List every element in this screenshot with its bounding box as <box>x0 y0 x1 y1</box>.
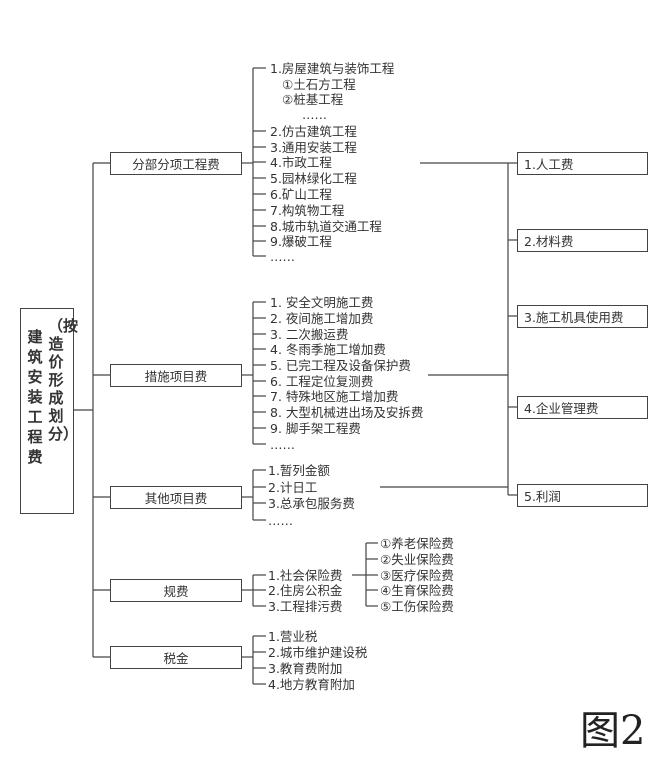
list-item: ①土石方工程 <box>282 77 356 92</box>
list-item: 7.构筑物工程 <box>270 203 345 218</box>
list-item: 8. 大型机械进出场及安拆费 <box>270 405 424 420</box>
list-item: 6. 工程定位复测费 <box>270 374 374 389</box>
component-box: 5.利润 <box>517 484 648 507</box>
list-item: …… <box>302 107 327 122</box>
list-item: 4.市政工程 <box>270 155 332 170</box>
component-label: 5.利润 <box>524 489 561 504</box>
category-box: 税金 <box>110 646 242 669</box>
component-box: 3.施工机具使用费 <box>517 305 648 328</box>
list-item: 3. 二次搬运费 <box>270 327 349 342</box>
list-item: ②失业保险费 <box>380 552 454 567</box>
list-item: 4. 冬雨季施工增加费 <box>270 342 386 357</box>
list-item: 3.总承包服务费 <box>268 496 355 511</box>
list-item: 4.地方教育附加 <box>268 677 355 692</box>
root-node: 建筑安装工程费 （按造价形成划分） <box>20 308 79 514</box>
list-item: 1.房屋建筑与装饰工程 <box>270 61 395 76</box>
component-label: 2.材料费 <box>524 234 574 249</box>
list-item: ②桩基工程 <box>282 92 344 107</box>
list-item: 2.计日工 <box>268 480 318 495</box>
component-box: 4.企业管理费 <box>517 396 648 419</box>
list-item: 1.营业税 <box>268 629 318 644</box>
list-item: 7. 特殊地区施工增加费 <box>270 389 399 404</box>
list-item: 2.仿古建筑工程 <box>270 124 357 139</box>
list-item: 3.教育费附加 <box>268 661 343 676</box>
category-label: 规费 <box>163 584 189 599</box>
figure-caption: 图2 <box>580 708 646 754</box>
list-item: ①养老保险费 <box>380 536 454 551</box>
category-box: 规费 <box>110 579 242 602</box>
list-item: 5.园林绿化工程 <box>270 171 357 186</box>
category-label: 其他项目费 <box>144 491 208 506</box>
category-label: 措施项目费 <box>144 369 208 384</box>
list-item: 2. 夜间施工增加费 <box>270 311 374 326</box>
component-box: 2.材料费 <box>517 229 648 252</box>
component-label: 1.人工费 <box>524 157 574 172</box>
list-item: 9.爆破工程 <box>270 234 332 249</box>
list-item: 6.矿山工程 <box>270 187 332 202</box>
component-box: 1.人工费 <box>517 152 648 175</box>
list-item: ④生育保险费 <box>380 583 454 598</box>
component-label: 4.企业管理费 <box>524 401 599 416</box>
root-title: 建筑安装工程费 <box>27 328 43 466</box>
list-item: 5. 已完工程及设备保护费 <box>270 358 411 373</box>
list-item: …… <box>268 513 293 528</box>
list-item: 3.工程排污费 <box>268 599 343 614</box>
list-item: 9. 脚手架工程费 <box>270 421 361 436</box>
list-item: …… <box>270 249 295 264</box>
list-item: 1.社会保险费 <box>268 568 343 583</box>
list-item: 1. 安全文明施工费 <box>270 295 374 310</box>
category-box: 其他项目费 <box>110 486 242 509</box>
root-subtitle: （按造价形成划分） <box>48 317 79 443</box>
list-item: 8.城市轨道交通工程 <box>270 219 382 234</box>
list-item: 1.暂列金额 <box>268 463 330 478</box>
component-label: 3.施工机具使用费 <box>524 310 624 325</box>
list-item: 2.住房公积金 <box>268 583 343 598</box>
category-box: 措施项目费 <box>110 364 242 387</box>
list-item: 2.城市维护建设税 <box>268 645 368 660</box>
category-label: 税金 <box>163 651 189 666</box>
category-label: 分部分项工程费 <box>132 157 220 172</box>
list-item: …… <box>270 437 295 452</box>
list-item: 3.通用安装工程 <box>270 140 357 155</box>
category-box: 分部分项工程费 <box>110 152 242 175</box>
list-item: ⑤工伤保险费 <box>380 599 454 614</box>
list-item: ③医疗保险费 <box>380 568 454 583</box>
